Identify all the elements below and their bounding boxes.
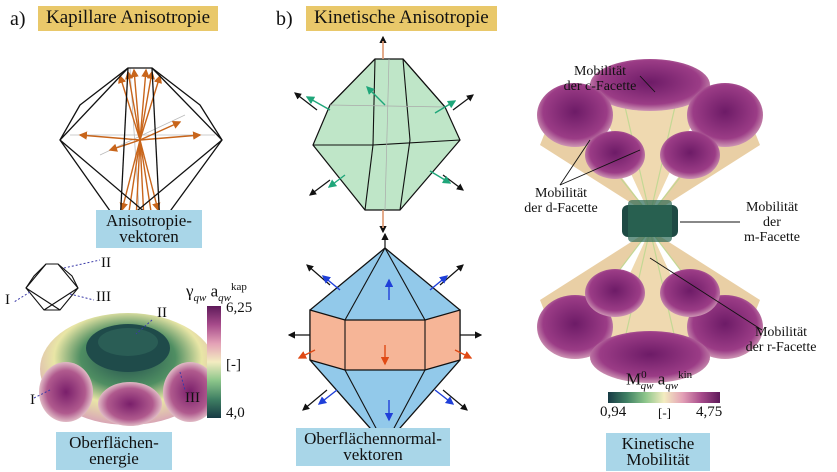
colorbar-a-min: 4,0	[226, 405, 245, 421]
colorbar-b	[608, 392, 720, 403]
facet-markers-energy	[33, 319, 186, 399]
facet-label-I: I	[30, 392, 35, 408]
annotation-line: der c-Facette	[563, 79, 637, 94]
annotation-line: m-Facette	[744, 230, 800, 245]
surface-energy-plot	[39, 313, 217, 426]
facet-label-III: III	[185, 390, 200, 406]
annotation-c-facet: Mobilität der c-Facette	[545, 64, 655, 94]
annotation-r-facet: Mobilität der r-Facette	[728, 325, 834, 355]
kinetic-mobility-caption: Kinetische Mobilität	[606, 433, 710, 471]
colorbar-b-label: M0qw aqwkin	[626, 369, 692, 392]
colorbar-b-min: 0,94	[600, 404, 627, 420]
caption-line: vektoren	[119, 227, 179, 246]
colorbar-b-unit: [-]	[658, 405, 671, 420]
surface-normals-prism	[287, 232, 483, 461]
surface-normals-caption: Oberflächennormal- vektoren	[296, 428, 450, 466]
caption-line: Oberflächennormal-	[304, 429, 442, 448]
annotation-line: der r-Facette	[745, 340, 817, 355]
caption-line: Anisotropie-	[106, 211, 192, 230]
annotation-line: Mobilität	[754, 325, 808, 340]
panel-a-title: Kapillare Anisotropie	[38, 6, 219, 31]
label-subscript: qw	[193, 292, 207, 305]
annotation-m-facet: Mobilität der m-Facette	[722, 200, 822, 245]
annotation-d-facet: Mobilität der d-Facette	[506, 186, 616, 216]
gamma-symbol: γ	[186, 281, 194, 301]
anisotropy-vectors-caption: Anisotropie- vektoren	[96, 210, 202, 248]
colorbar-a-unit: [-]	[226, 357, 241, 373]
panel-b-title: Kinetische Anisotropie	[306, 6, 497, 31]
facet-label-II: II	[157, 305, 167, 321]
panel-b-letter: b)	[276, 8, 293, 30]
surface-energy-caption: Oberflächen- energie	[56, 432, 172, 470]
colorbar-a-label: γqw aqwkap	[186, 281, 247, 304]
annotation-line: der d-Facette	[524, 201, 598, 216]
annotation-line: der	[763, 215, 781, 230]
label-a: a	[206, 281, 219, 301]
caption-line: vektoren	[343, 445, 403, 464]
label-superscript: kap	[231, 281, 247, 293]
annotation-line: Mobilität	[534, 186, 588, 201]
mobility-symbol: M	[626, 369, 642, 389]
label-subscript: qw	[665, 380, 679, 393]
caption-line: energie	[89, 449, 139, 468]
kinetic-anisotropy-polyhedron	[294, 35, 474, 234]
colorbar-b-max: 4,75	[696, 404, 723, 420]
facet-label-I-key: I	[5, 292, 10, 308]
capillary-anisotropy-vectors-diagram	[59, 67, 223, 226]
colorbar-a-max: 6,25	[226, 300, 253, 316]
kinetic-mobility-plot	[537, 59, 763, 383]
colorbar-a	[207, 306, 221, 418]
caption-line: Oberflächen-	[69, 433, 159, 452]
facet-label-II-key: II	[101, 255, 111, 271]
panel-a-letter: a)	[10, 8, 26, 30]
facet-key-octahedron	[13, 259, 101, 311]
facet-label-III-key: III	[96, 289, 111, 305]
label-a: a	[653, 369, 666, 389]
caption-line: Mobilität	[626, 450, 690, 469]
annotation-line: Mobilität	[573, 64, 627, 79]
label-subscript: qw	[640, 380, 654, 393]
caption-line: Kinetische	[621, 434, 695, 453]
label-superscript: 0	[641, 369, 647, 381]
label-superscript: kin	[678, 369, 693, 381]
annotation-line: Mobilität	[745, 200, 799, 215]
label-subscript: qw	[218, 292, 231, 305]
